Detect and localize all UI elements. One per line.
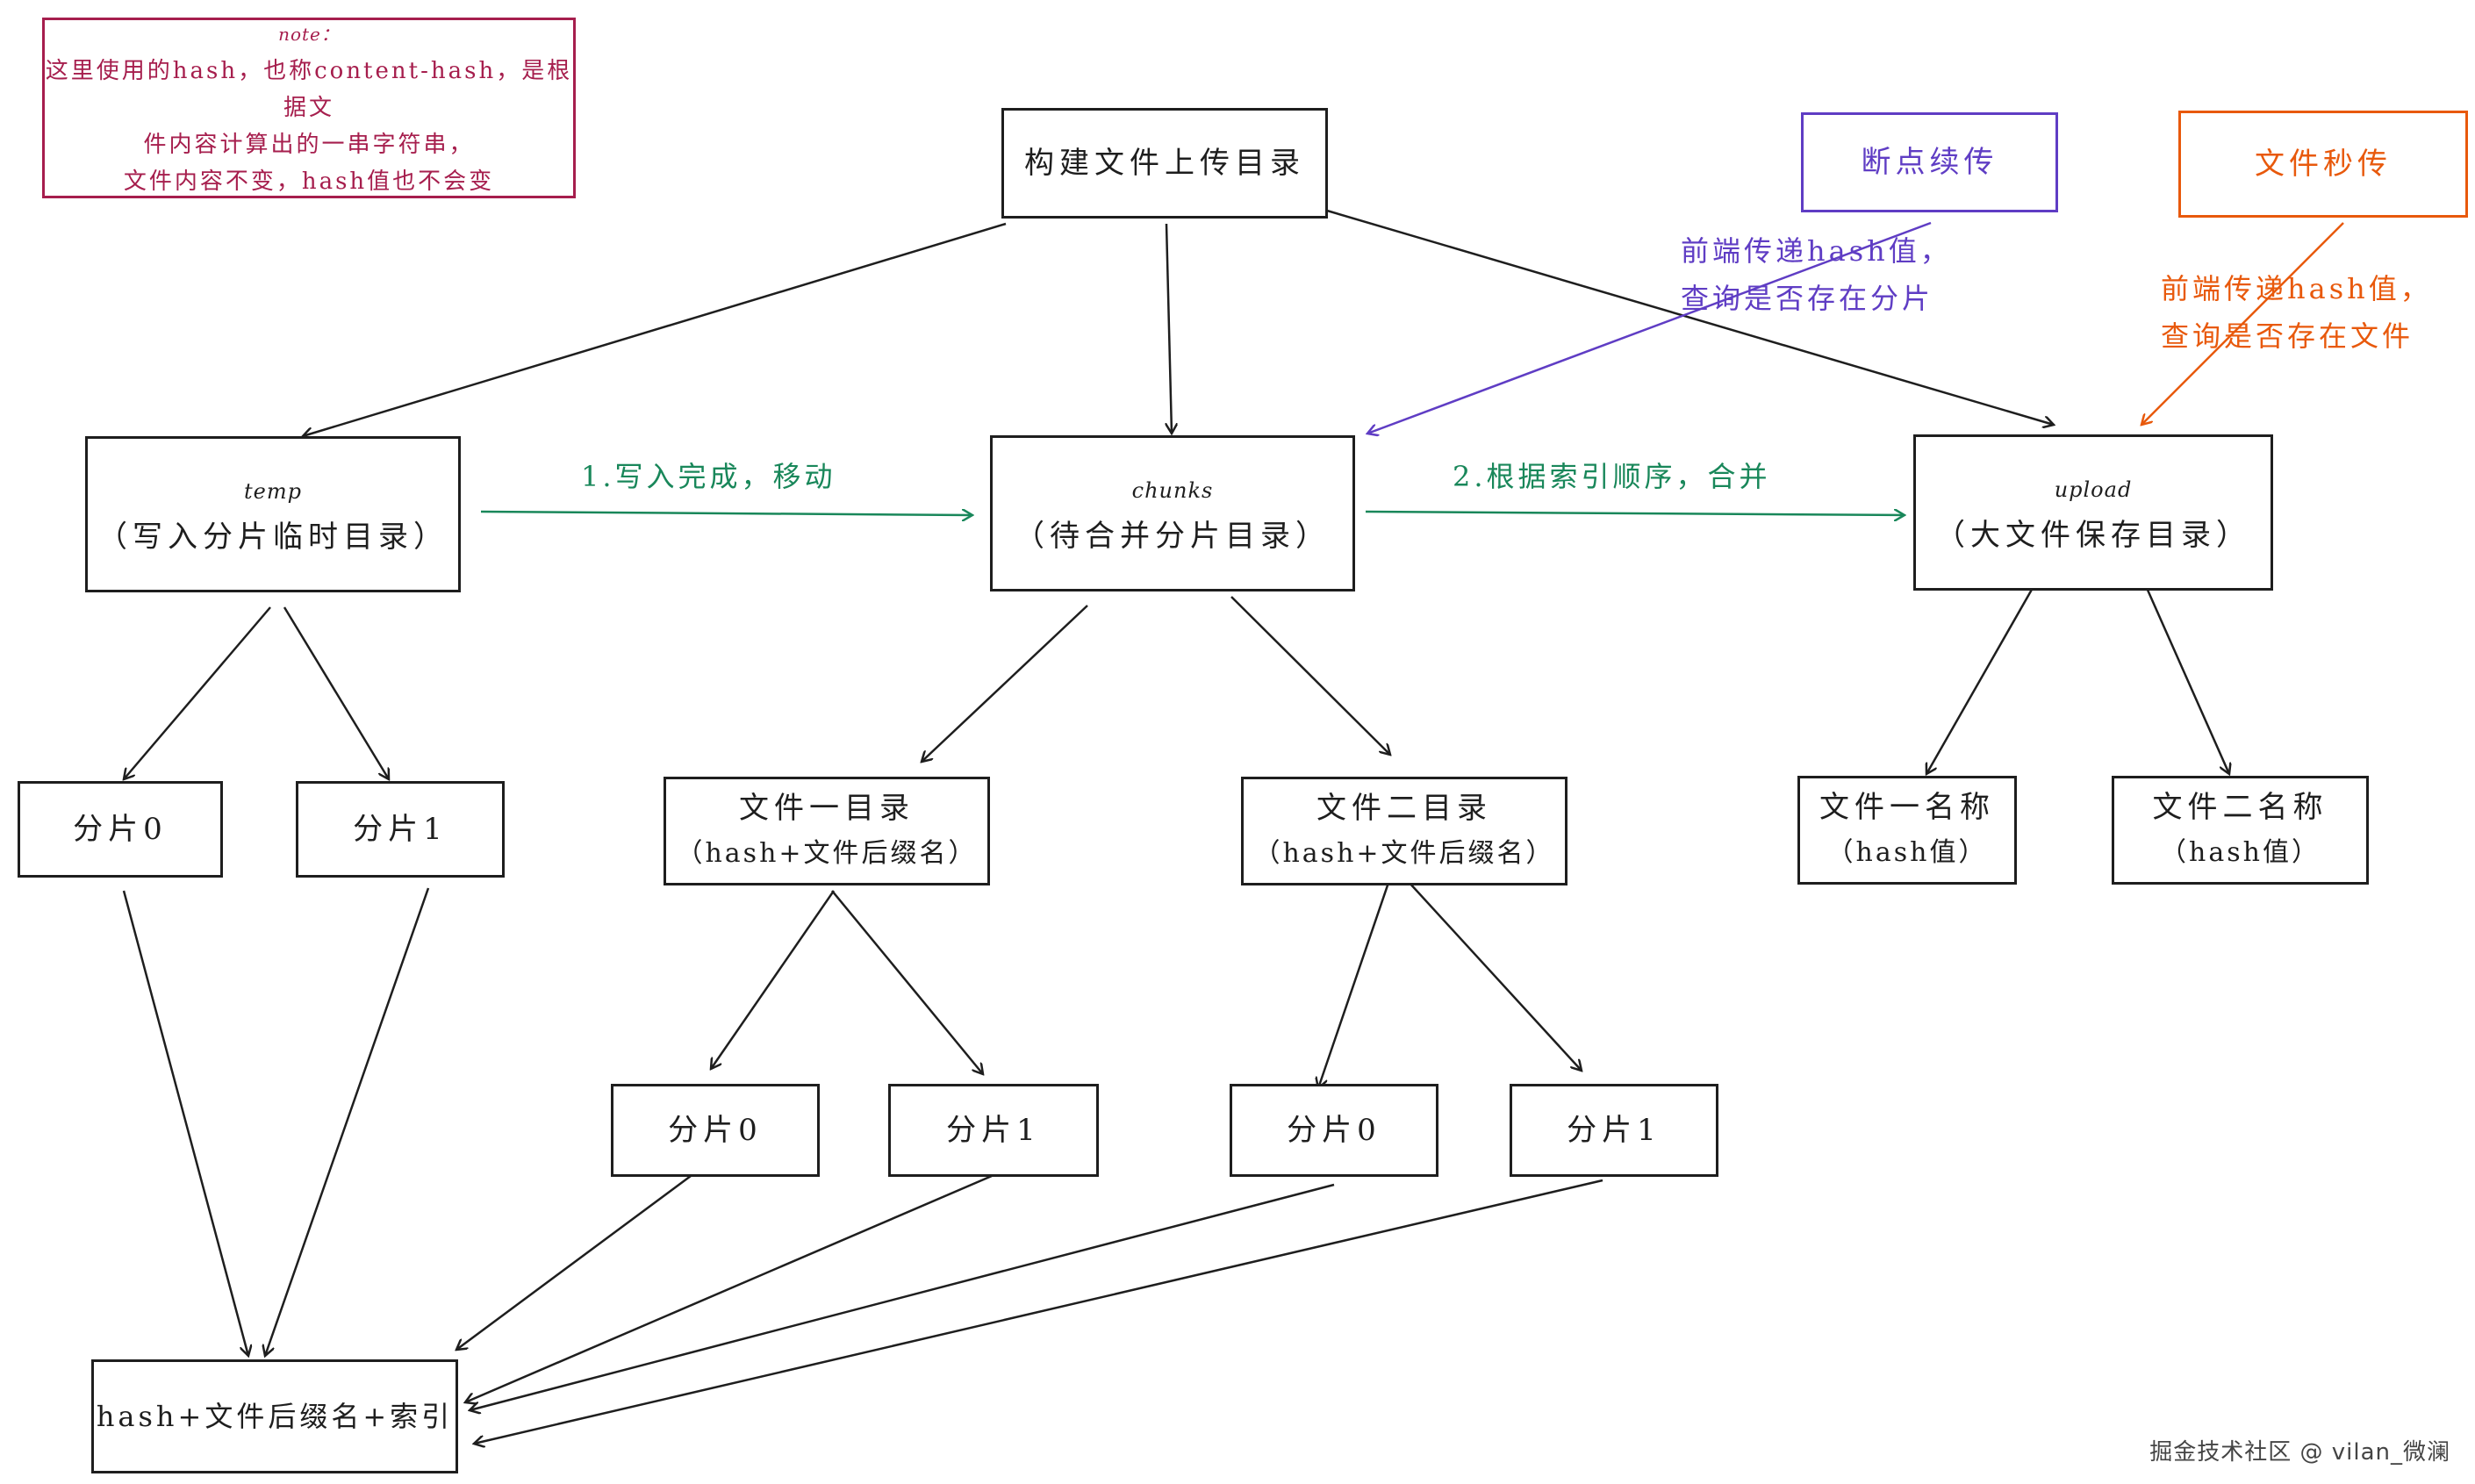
- arrow-file1-to-chunk1: [831, 890, 983, 1074]
- temp-chunk-1-label: 分片1: [353, 812, 448, 847]
- arrow-tempchunk1-to-naming: [265, 887, 430, 1356]
- file1-dir-sub: （hash+文件后缀名）: [676, 838, 978, 869]
- file1-dir-title: 文件一目录: [739, 791, 915, 826]
- arrow-tempchunk0-to-naming: [122, 890, 248, 1356]
- arrow-root-to-temp: [303, 222, 1007, 436]
- file2-chunk-0-label: 分片0: [1287, 1113, 1381, 1148]
- note-line-2: 件内容计算出的一串字符串，: [143, 132, 475, 158]
- note-heading: note：: [278, 24, 340, 45]
- file2-name-sub: （hash值）: [2160, 837, 2321, 868]
- arrow-instant-orange: [2141, 222, 2344, 425]
- file1-name-node: 文件一名称 （hash值）: [1797, 776, 2017, 885]
- arrow-merge-green: [1365, 512, 1905, 515]
- resume-note-line-2: 查询是否存在分片: [1681, 282, 1934, 315]
- root-node: 构建文件上传目录: [1001, 108, 1328, 219]
- instant-note-line-1: 前端传递hash值，: [2161, 272, 2432, 305]
- arrow-f1chunk0-to-naming: [456, 1174, 692, 1350]
- arrow-root-to-upload: [1326, 209, 2054, 425]
- file2-dir-title: 文件二目录: [1316, 791, 1492, 826]
- file1-chunk-0-label: 分片0: [668, 1113, 763, 1148]
- arrow-file2-to-chunk1: [1408, 881, 1582, 1071]
- arrow-upload-to-name2: [2145, 587, 2229, 774]
- arrow-chunks-to-file1: [922, 605, 1088, 762]
- file2-name-node: 文件二名称 （hash值）: [2112, 776, 2369, 885]
- chunks-name: chunks: [1131, 478, 1214, 503]
- instant-upload-node: 文件秒传: [2178, 111, 2468, 218]
- arrow-temp-to-chunk1: [283, 606, 389, 779]
- temp-chunk-1: 分片1: [296, 781, 505, 878]
- resume-node: 断点续传: [1801, 112, 2058, 212]
- arrow-move-green: [480, 512, 972, 515]
- arrow-chunks-to-file2: [1230, 596, 1390, 755]
- upload-name: upload: [2054, 477, 2133, 502]
- file2-chunk-1-label: 分片1: [1567, 1113, 1661, 1148]
- file2-chunk-1: 分片1: [1510, 1084, 1718, 1177]
- arrow-f2chunk1-to-naming: [474, 1179, 1603, 1444]
- file2-dir-sub: （hash+文件后缀名）: [1253, 838, 1555, 869]
- edge-label-instant: 前端传递hash值， 查询是否存在文件: [2161, 265, 2432, 360]
- watermark: 掘金技术社区 @ vilan_微澜: [2149, 1439, 2450, 1466]
- temp-node: temp （写入分片临时目录）: [85, 436, 461, 592]
- file1-chunk-0: 分片0: [611, 1084, 820, 1177]
- upload-desc: （大文件保存目录）: [1935, 518, 2251, 553]
- file1-chunk-1: 分片1: [888, 1084, 1099, 1177]
- upload-node: upload （大文件保存目录）: [1913, 434, 2273, 591]
- arrow-resume-purple: [1367, 221, 1932, 434]
- instant-note-line-2: 查询是否存在文件: [2161, 319, 2414, 353]
- resume-label: 断点续传: [1861, 145, 1998, 180]
- note-box: note： 这里使用的hash，也称content-hash，是根据文 件内容计…: [42, 18, 576, 198]
- file1-name-title: 文件一名称: [1819, 790, 1995, 825]
- root-label: 构建文件上传目录: [1024, 146, 1305, 181]
- edge-label-resume: 前端传递hash值， 查询是否存在分片: [1681, 227, 1952, 322]
- file2-dir-node: 文件二目录 （hash+文件后缀名）: [1241, 777, 1568, 885]
- file1-dir-node: 文件一目录 （hash+文件后缀名）: [664, 777, 990, 885]
- temp-name: temp: [244, 479, 302, 504]
- chunks-node: chunks （待合并分片目录）: [990, 435, 1355, 591]
- arrow-file2-to-chunk0: [1318, 877, 1392, 1088]
- file1-chunk-1-label: 分片1: [946, 1113, 1041, 1148]
- chunk-naming-node: hash+文件后缀名+索引: [91, 1359, 458, 1473]
- chunk-naming-label: hash+文件后缀名+索引: [96, 1400, 454, 1433]
- edge-label-move: 1.写入完成，移动: [581, 460, 836, 493]
- arrow-f1chunk1-to-naming: [465, 1174, 993, 1402]
- resume-note-line-1: 前端传递hash值，: [1681, 234, 1952, 268]
- arrow-root-to-chunks: [1166, 223, 1172, 434]
- arrow-upload-to-name1: [1926, 587, 2034, 774]
- arrow-f2chunk0-to-naming: [470, 1183, 1335, 1410]
- note-line-1: 这里使用的hash，也称content-hash，是根据文: [45, 58, 573, 121]
- file2-name-title: 文件二名称: [2152, 790, 2328, 825]
- edge-label-merge: 2.根据索引顺序，合并: [1453, 460, 1771, 493]
- note-line-3: 文件内容不变，hash值也不会变: [123, 168, 495, 195]
- temp-desc: （写入分片临时目录）: [97, 520, 448, 555]
- arrow-temp-to-chunk0: [124, 606, 271, 779]
- arrow-file1-to-chunk0: [711, 890, 836, 1069]
- file2-chunk-0: 分片0: [1230, 1084, 1438, 1177]
- file1-name-sub: （hash值）: [1826, 837, 1988, 868]
- temp-chunk-0-label: 分片0: [73, 812, 168, 847]
- instant-label: 文件秒传: [2255, 147, 2392, 182]
- temp-chunk-0: 分片0: [18, 781, 223, 878]
- chunks-desc: （待合并分片目录）: [1015, 519, 1331, 554]
